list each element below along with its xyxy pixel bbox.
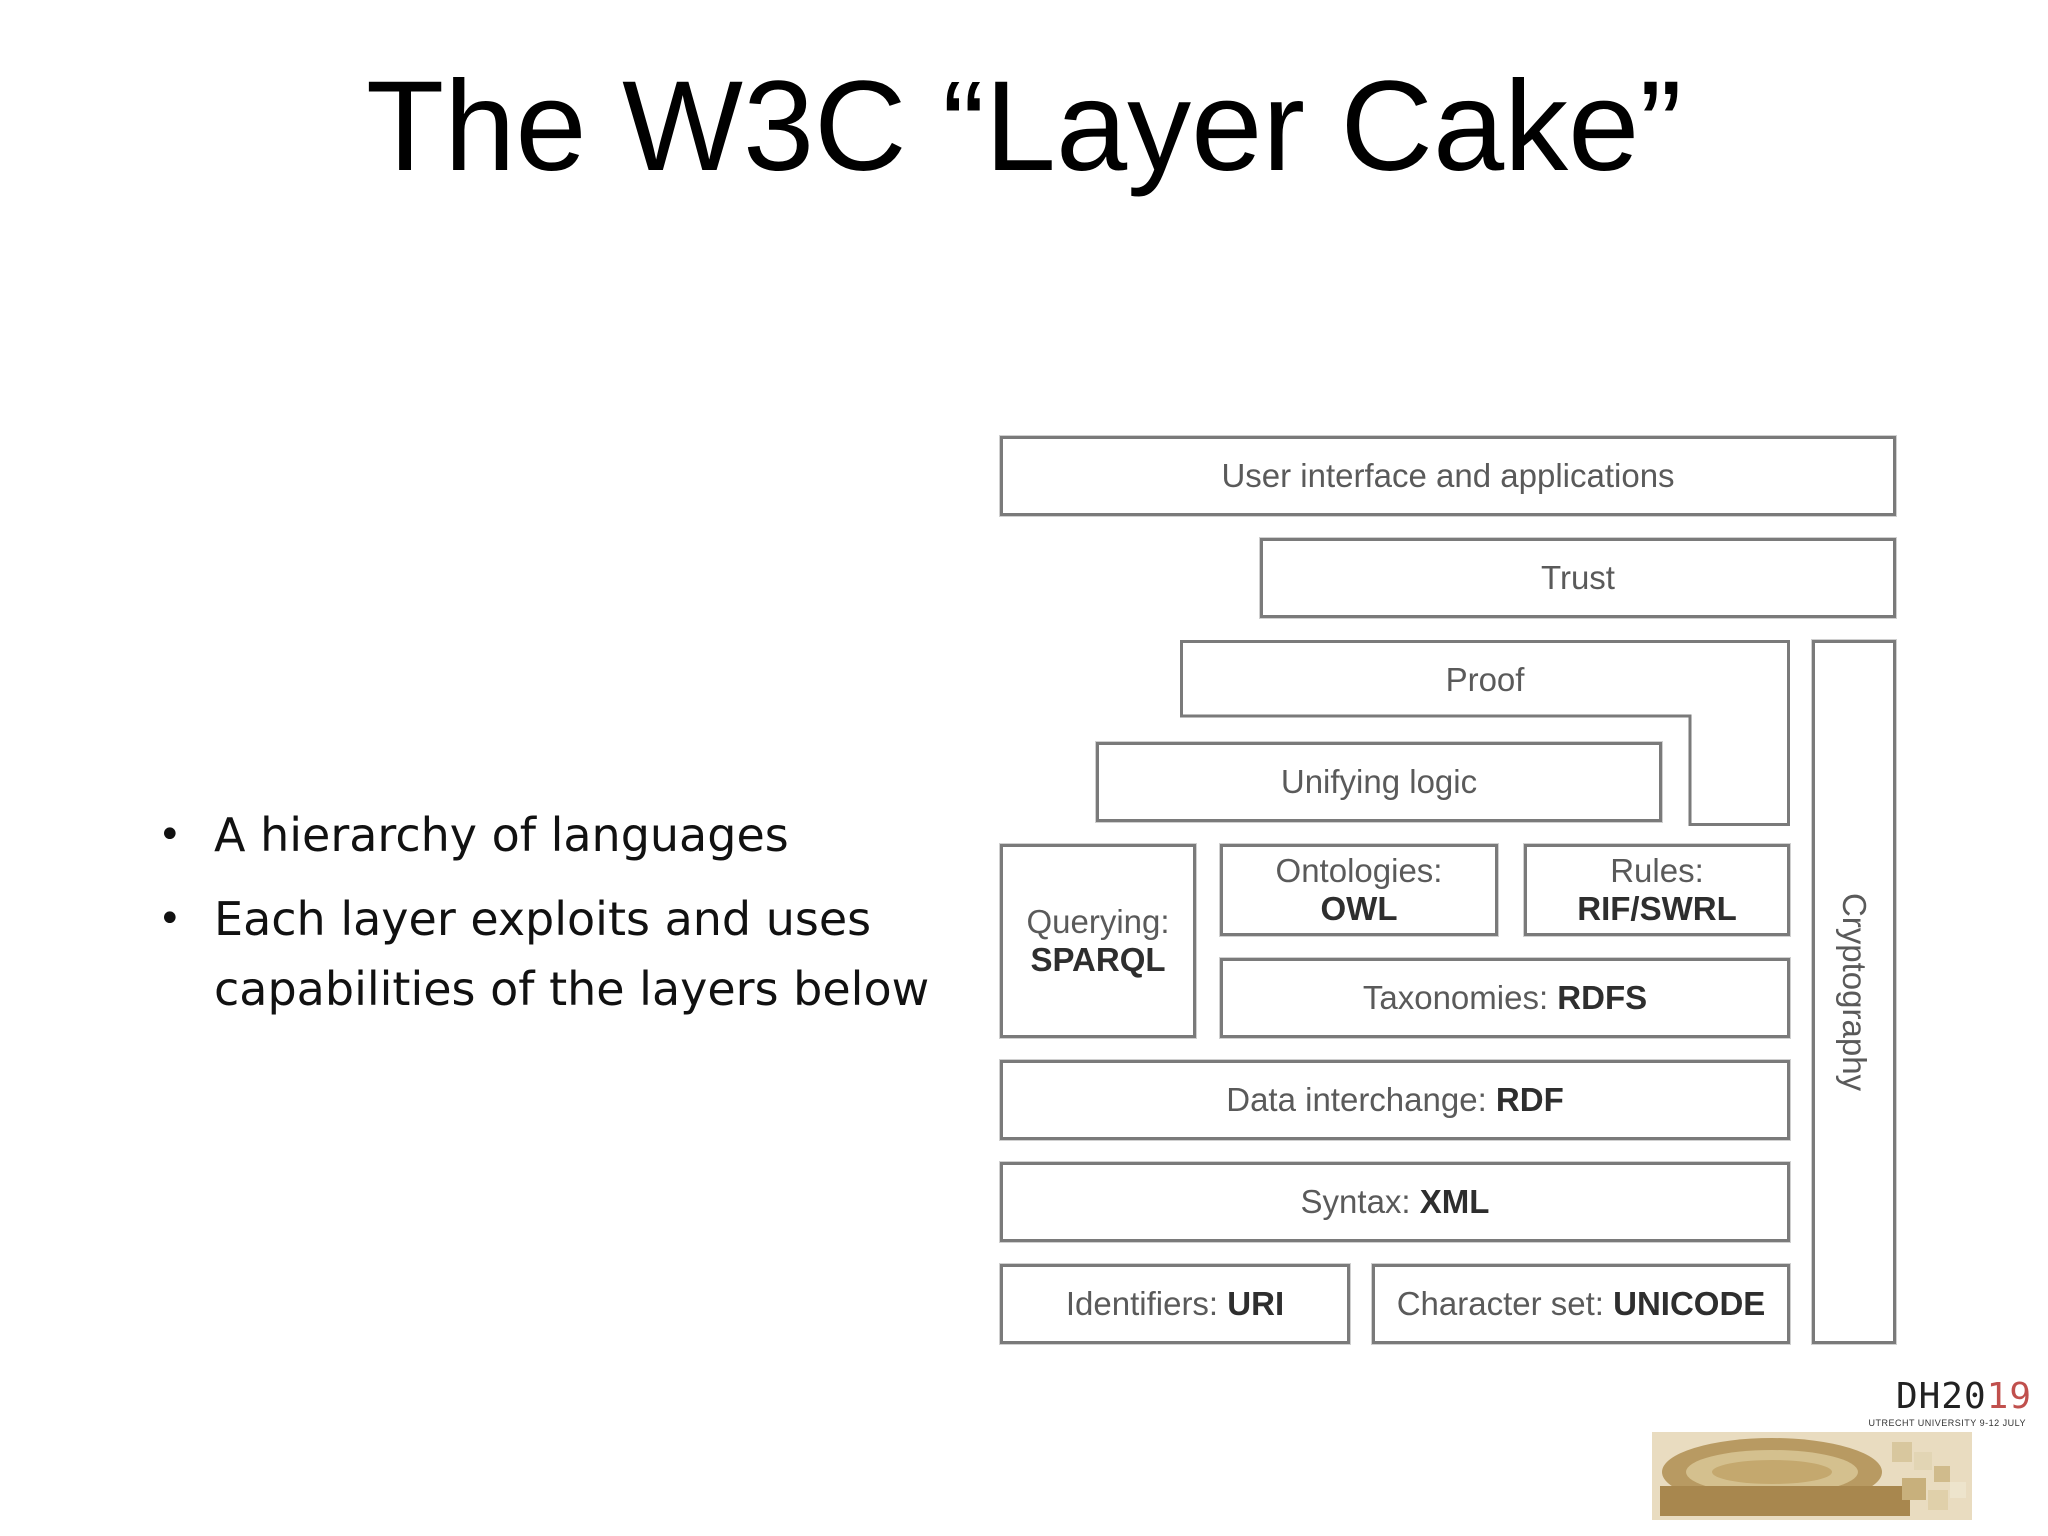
layer-trust: Trust <box>1260 538 1896 618</box>
layer-value: RDFS <box>1557 979 1648 1016</box>
layer-querying: Querying: SPARQL <box>1000 844 1196 1038</box>
conference-logo: DH2019 UTRECHT UNIVERSITY 9-12 JULY <box>1652 1376 2032 1526</box>
layer-label: Identifiers: <box>1065 1285 1219 1322</box>
bullet-dot-icon: • <box>158 812 182 858</box>
layer-value: XML <box>1419 1183 1490 1220</box>
layer-syntax: Syntax: XML <box>1000 1162 1790 1242</box>
layer-unifying-logic: Unifying logic <box>1096 742 1662 822</box>
layer-label: Syntax: <box>1300 1183 1411 1220</box>
bullet-dot-icon: • <box>158 896 182 942</box>
colosseum-image <box>1652 1432 1972 1520</box>
layer-value: UNICODE <box>1613 1285 1766 1322</box>
layer-label: Unifying logic <box>1280 763 1478 800</box>
layer-label: Character set: <box>1396 1285 1604 1322</box>
layer-label: Rules: <box>1610 852 1704 889</box>
logo-wordmark: DH2019 <box>1895 1376 2032 1417</box>
layer-label: Data interchange: <box>1226 1081 1487 1118</box>
layer-cryptography: Cryptography <box>1812 640 1896 1344</box>
layer-label: User interface and applications <box>1221 457 1675 494</box>
bullet-text: Each layer exploits and uses capabilitie… <box>214 892 930 1016</box>
logo-subtitle: UTRECHT UNIVERSITY 9-12 JULY <box>1868 1418 2026 1428</box>
layer-value: OWL <box>1320 890 1398 927</box>
slide-title: The W3C “Layer Cake” <box>366 55 1682 198</box>
layer-user-interface: User interface and applications <box>1000 436 1896 516</box>
layer-proof-shape <box>1180 640 1790 826</box>
layer-label: Taxonomies: <box>1362 979 1549 1016</box>
layer-label: Cryptography <box>1836 892 1873 1092</box>
bullet-item: • Each layer exploits and uses capabilit… <box>158 884 978 1024</box>
layer-value: RDF <box>1495 1081 1564 1118</box>
layer-label: Ontologies: <box>1275 852 1443 889</box>
layer-taxonomies: Taxonomies: RDFS <box>1220 958 1790 1038</box>
bullet-list: • A hierarchy of languages • Each layer … <box>158 800 978 1038</box>
layer-value: RIF/SWRL <box>1577 890 1737 927</box>
bullet-text: A hierarchy of languages <box>214 808 789 862</box>
layer-ontologies: Ontologies: OWL <box>1220 844 1498 936</box>
layer-value: SPARQL <box>1030 941 1166 978</box>
layer-proof: Proof <box>1180 640 1790 720</box>
layer-value: URI <box>1227 1285 1285 1322</box>
layer-label: Proof <box>1445 661 1525 698</box>
layer-data-interchange: Data interchange: RDF <box>1000 1060 1790 1140</box>
layer-identifiers: Identifiers: URI <box>1000 1264 1350 1344</box>
layer-character-set: Character set: UNICODE <box>1372 1264 1790 1344</box>
bullet-item: • A hierarchy of languages <box>158 800 978 870</box>
layer-label: Trust <box>1541 559 1615 596</box>
layer-rules: Rules: RIF/SWRL <box>1524 844 1790 936</box>
layer-label: Querying: <box>1026 903 1170 940</box>
